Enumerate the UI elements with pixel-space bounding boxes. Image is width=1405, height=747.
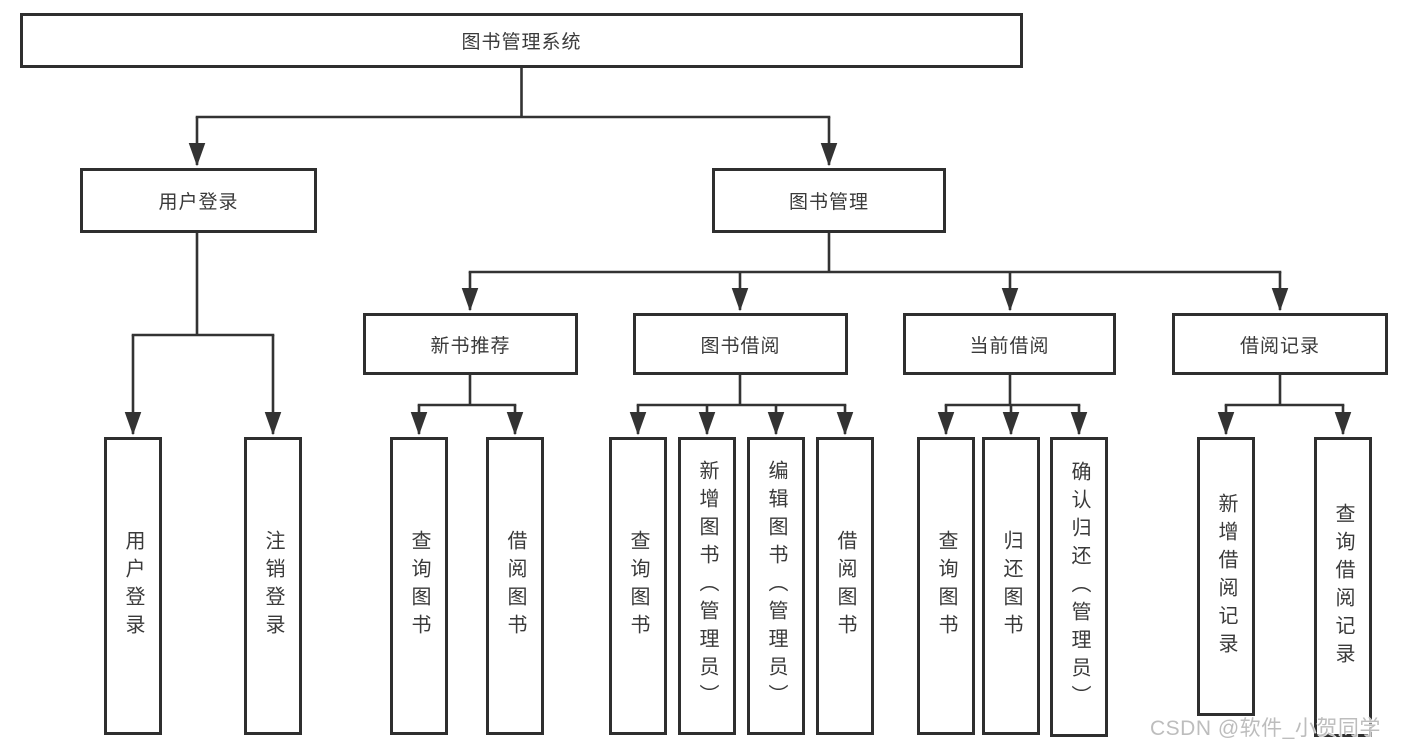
group-book-borrow: 图书借阅 — [633, 313, 848, 375]
leaf-bb-borrow-books: 借阅图书 — [816, 437, 874, 735]
watermark: CSDN @软件_小贺同学 — [1150, 717, 1381, 740]
leaf-br-add-record: 新增借阅记录 — [1197, 437, 1255, 716]
branch-user-login: 用户登录 — [80, 168, 317, 233]
node-library-system: 图书管理系统 — [20, 13, 1023, 68]
leaf-bb-add-books-admin: 新增图书（管理员） — [678, 437, 736, 735]
leaf-logout: 注销登录 — [244, 437, 302, 735]
leaf-nb-query-books: 查询图书 — [390, 437, 448, 735]
group-new-book-recommend: 新书推荐 — [363, 313, 578, 375]
leaf-nb-borrow-books: 借阅图书 — [486, 437, 544, 735]
group-current-borrow: 当前借阅 — [903, 313, 1116, 375]
leaf-bb-edit-books-admin: 编辑图书（管理员） — [747, 437, 805, 735]
branch-book-management: 图书管理 — [712, 168, 946, 233]
leaf-bb-query-books: 查询图书 — [609, 437, 667, 735]
leaf-cb-return-books: 归还图书 — [982, 437, 1040, 735]
leaf-user-login: 用户登录 — [104, 437, 162, 735]
leaf-cb-confirm-return-admin: 确认归还（管理员） — [1050, 437, 1108, 737]
group-borrow-records: 借阅记录 — [1172, 313, 1388, 375]
leaf-cb-query-books: 查询图书 — [917, 437, 975, 735]
leaf-br-query-record: 查询借阅记录 — [1314, 437, 1372, 737]
